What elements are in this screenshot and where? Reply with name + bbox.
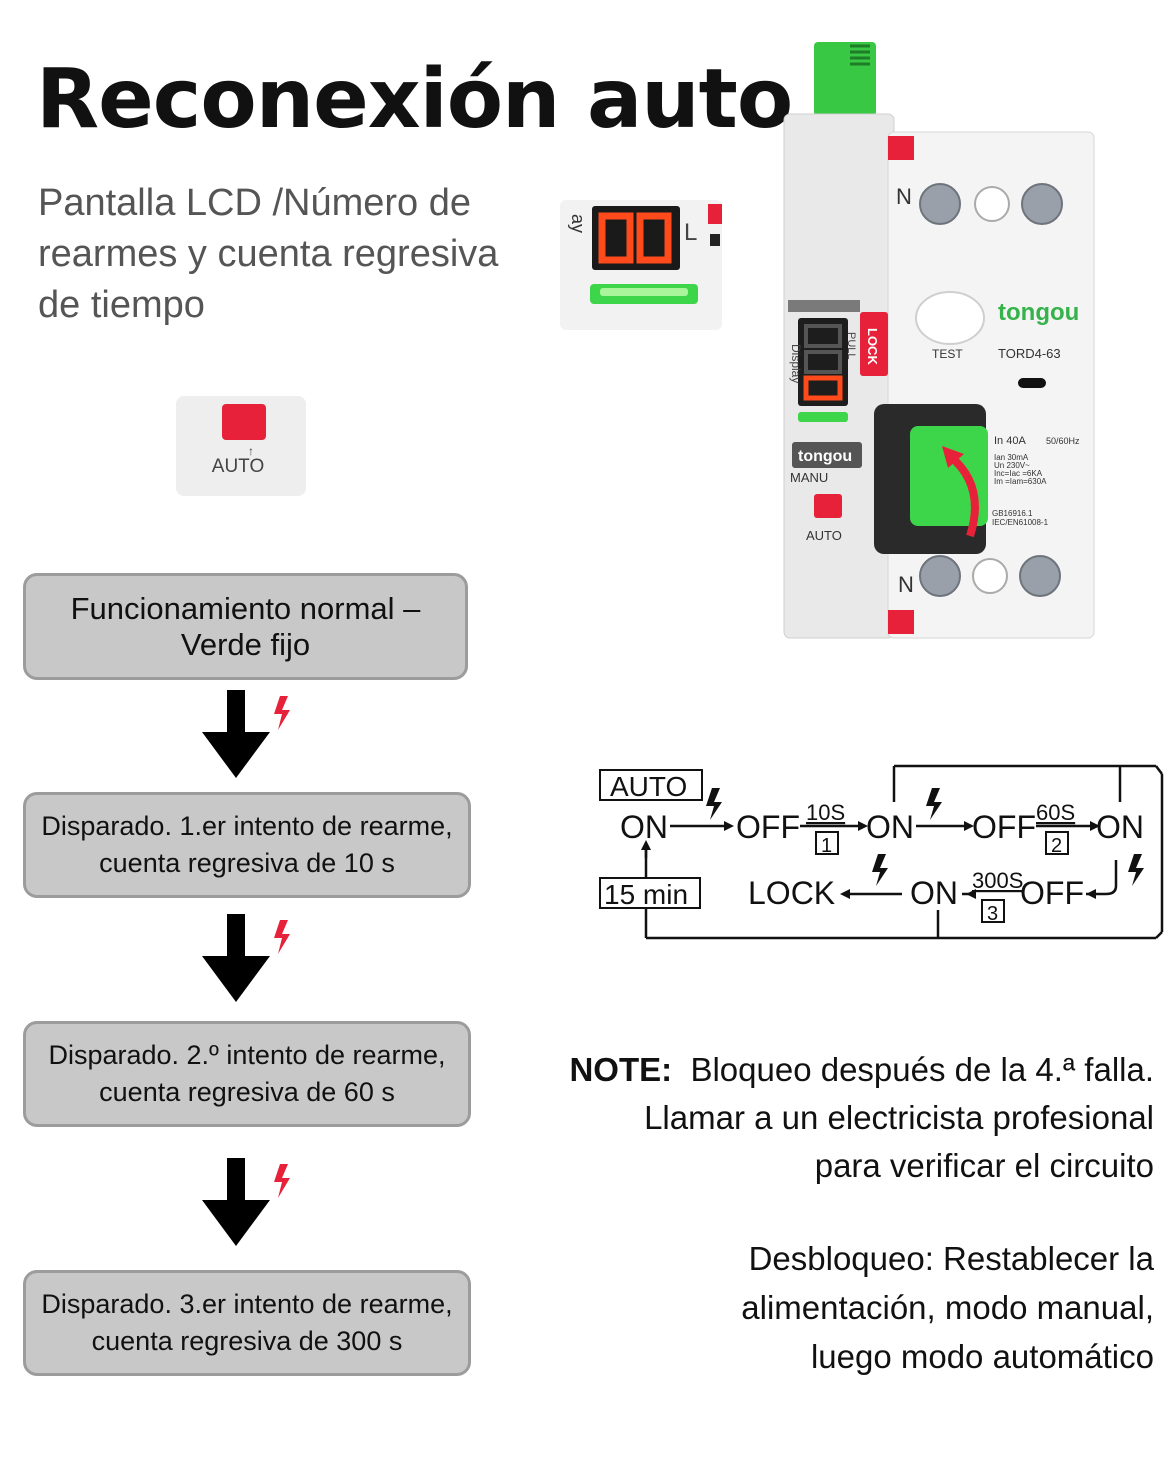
unlock-block: Desbloqueo: Restablecer la alimentación,… (594, 1234, 1154, 1381)
neutral-bottom-label: N (898, 572, 914, 597)
auto-switch-image: ↑ AUTO (176, 396, 306, 496)
flow-on1: ON (620, 809, 668, 845)
flow-on3: ON (1096, 809, 1144, 845)
std1: GB16916.1 (992, 509, 1033, 518)
flow-t2: 60S (1036, 800, 1075, 825)
step-line2: cuenta regresiva de 10 s (99, 848, 395, 878)
lightning-bolt-icon (1128, 854, 1144, 886)
note-label: NOTE: (569, 1051, 673, 1088)
step-trip-2: Disparado. 2.º intento de rearme, cuenta… (23, 1021, 471, 1127)
std2: IEC/EN61008-1 (992, 518, 1049, 527)
flow-15min: 15 min (604, 879, 688, 910)
page-title: Reconexión auto (36, 52, 793, 147)
lightning-bolt-icon (274, 920, 290, 954)
auto-label-device: AUTO (806, 528, 842, 543)
screw-icon (919, 183, 961, 225)
lcd-detail-image: ay L (560, 200, 722, 330)
flow-on2: ON (866, 809, 914, 845)
brand-right: tongou (998, 299, 1079, 326)
manu-label: MANU (790, 470, 828, 485)
rotate-arrow-icon (947, 452, 979, 538)
down-arrow-icon (202, 914, 290, 1002)
lightning-bolt-icon (926, 788, 942, 820)
flow-off2: OFF (972, 809, 1036, 845)
test-label: TEST (932, 347, 963, 361)
spec1: Ian 30mA (994, 453, 1029, 462)
page-subtitle: Pantalla LCD /Número de rearmes y cuenta… (38, 182, 499, 326)
screw-icon (1019, 555, 1061, 597)
spec2: Un 230V~ (994, 461, 1030, 470)
lock-label: LOCK (865, 328, 880, 365)
test-button (915, 291, 985, 345)
neutral-top-label: N (896, 184, 912, 209)
flow-off3: OFF (1020, 875, 1084, 911)
freq-label: 50/60Hz (1046, 436, 1080, 446)
step-trip-1: Disparado. 1.er intento de rearme, cuent… (23, 792, 471, 898)
note-line1: Bloqueo después de la 4.ª falla. (690, 1051, 1154, 1088)
step-trip-3: Disparado. 3.er intento de rearme, cuent… (23, 1270, 471, 1376)
step-line2: cuenta regresiva de 60 s (99, 1077, 395, 1107)
unlock-line1: Desbloqueo: Restablecer la (748, 1240, 1154, 1277)
step-line2: Verde fijo (180, 626, 311, 662)
note-line3: para verificar el circuito (814, 1147, 1154, 1184)
lcd-letter: L (684, 219, 697, 246)
note-block: NOTE: Bloqueo después de la 4.ª falla. L… (534, 1046, 1154, 1190)
lightning-bolt-icon (706, 788, 722, 820)
lightning-bolt-icon (274, 696, 290, 730)
flow-t1: 10S (806, 800, 845, 825)
auto-switch-knob (222, 404, 266, 440)
flow-n1: 1 (821, 835, 832, 857)
reclose-flow-diagram: AUTO 15 min ON OFF 10S 1 ON OFF 60S 2 ON… (599, 764, 1164, 940)
brand-left: tongou (798, 448, 852, 465)
pull-label: PULL (845, 332, 857, 360)
step-line1: Disparado. 1.er intento de rearme, (41, 811, 453, 841)
screw-icon (1021, 183, 1063, 225)
step-line1: Funcionamiento normal – (70, 590, 421, 626)
unlock-line3: luego modo automático (810, 1338, 1154, 1375)
step-line2: cuenta regresiva de 300 s (91, 1326, 403, 1356)
note-line2: Llamar a un electricista profesional (644, 1099, 1154, 1136)
display-label: Display (789, 344, 803, 383)
flow-auto: AUTO (610, 771, 687, 802)
flow-t3: 300S (972, 868, 1023, 893)
lcd-digits (598, 212, 672, 264)
screw-icon (919, 555, 961, 597)
rating-label: In 40A (994, 435, 1026, 447)
down-arrow-icon (202, 690, 290, 778)
model-label: TORD4-63 (998, 346, 1061, 361)
flow-lock: LOCK (748, 875, 835, 911)
breaker-device-image: N Display LOCK PULL tongou MANU AUTO TES… (783, 42, 1095, 639)
arrow-up-icon: ↑ (248, 444, 254, 458)
lightning-bolt-icon (872, 854, 888, 886)
flow-n2: 2 (1051, 835, 1062, 857)
down-arrow-icon (202, 1158, 290, 1246)
flow-on4: ON (910, 875, 958, 911)
lcd-side-label: ay (568, 214, 588, 233)
spec3: Inc=Iac =6KA (994, 469, 1043, 478)
step-line1: Disparado. 3.er intento de rearme, (41, 1289, 453, 1319)
lightning-bolt-icon (274, 1164, 290, 1198)
step-normal: Funcionamiento normal – Verde fijo (23, 573, 468, 680)
flow-n3: 3 (987, 903, 998, 925)
spec4: Im =Iam=630A (994, 477, 1047, 486)
flow-off1: OFF (736, 809, 800, 845)
unlock-line2: alimentación, modo manual, (741, 1289, 1154, 1326)
auto-switch-label: AUTO (211, 456, 265, 477)
step-line1: Disparado. 2.º intento de rearme, (48, 1040, 446, 1070)
